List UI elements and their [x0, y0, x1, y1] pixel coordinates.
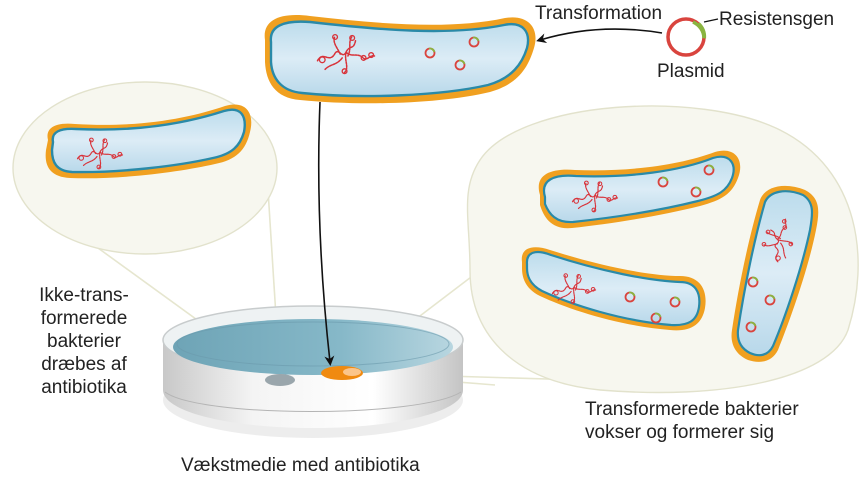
transformation-arrow-icon: [536, 28, 663, 44]
arrow-icon: [317, 101, 335, 366]
label-line: vokser og formerer sig: [585, 422, 775, 443]
label-line: formerede: [40, 308, 128, 329]
label-plasmid: Plasmid: [657, 61, 725, 82]
label-transformation: Transformation: [535, 3, 663, 24]
label-line: bakterier: [47, 331, 121, 352]
label-resistance-gene: Resistensgen: [719, 9, 835, 30]
label-line: Transformerede bakterier: [585, 399, 799, 420]
growth-medium: [173, 319, 453, 375]
bacterium-transformed-2: [521, 247, 706, 331]
label-non-transformed: Ikke-trans- formerede bakterier dræbes a…: [14, 284, 154, 399]
bacterium-transformed-3: [731, 185, 819, 362]
plasmid-ring-icon: [666, 17, 719, 57]
label-growth-medium: Vækstmedie med antibiotika: [181, 455, 420, 476]
label-line: dræbes af: [41, 354, 127, 375]
colony-dead: [265, 374, 295, 386]
petri-dish: [162, 305, 464, 438]
label-line: Ikke-trans-: [39, 285, 129, 306]
bacterium-non-transformed: [45, 104, 252, 179]
bacterium-transformed-1: [538, 150, 741, 229]
bacterium-transformed-top: [264, 15, 536, 104]
label-line: antibiotika: [41, 377, 127, 398]
label-transformed: Transformerede bakterier vokser og forme…: [585, 398, 799, 444]
